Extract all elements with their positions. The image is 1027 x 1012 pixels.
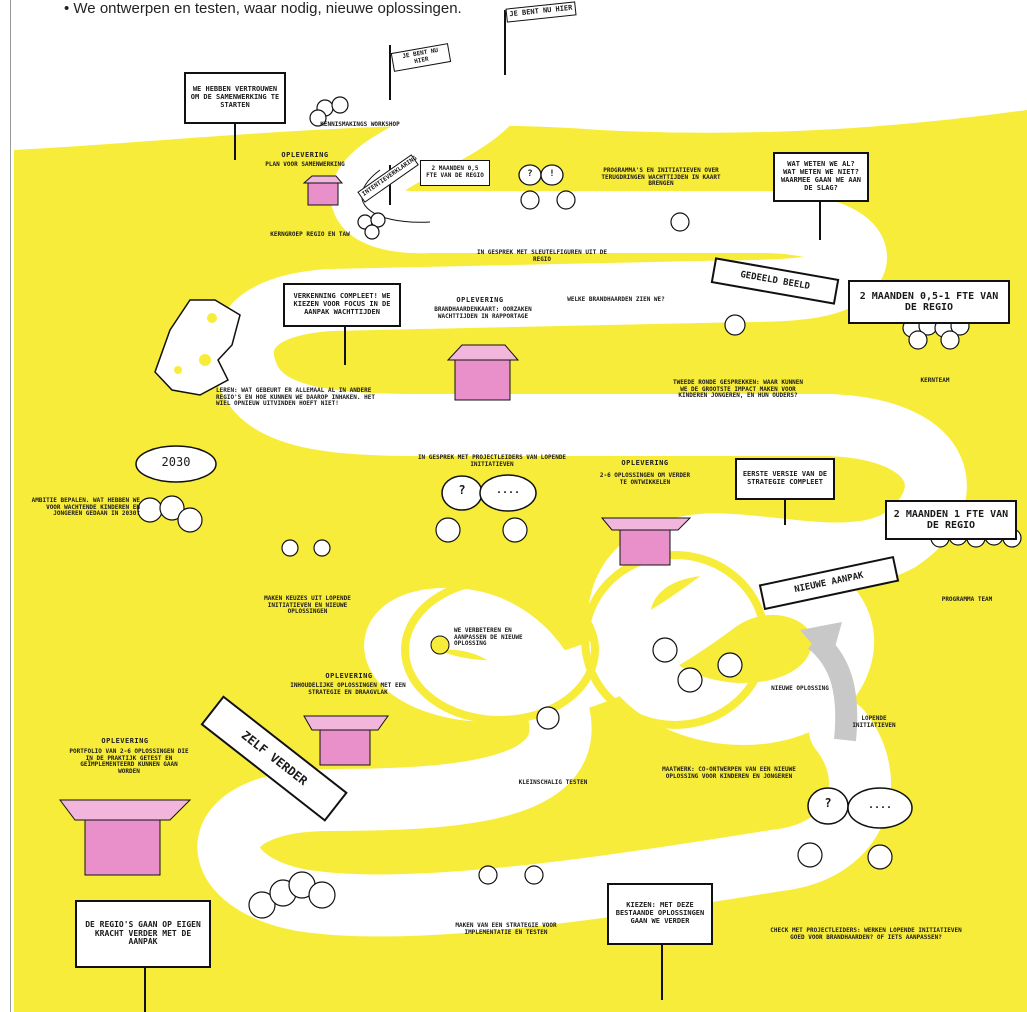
label-projectleiders: IN GESPREK MET PROJECTLEIDERS VAN LOPEND… [417, 454, 567, 468]
speech-question-sleutel: ? [527, 169, 533, 179]
label-lopende: LOPENDE INITIATIEVEN [852, 715, 896, 729]
figure-pair-check [797, 842, 893, 870]
oplevering-inhoud: INHOUDELIJKE OPLOSSINGEN MET EEN STRATEG… [290, 682, 406, 696]
fte-programma: 2 MAANDEN 1 FTE VAN DE REGIO [885, 500, 1017, 540]
label-kernteam: KERNTEAM [920, 377, 950, 384]
oplevering-heading-oplossingen: OPLEVERING [621, 459, 669, 467]
figure-tweede-ronde [724, 314, 746, 336]
label-nieuwe-oplossing: NIEUWE OPLOSSING [771, 685, 829, 692]
label-kerngroep: KERNGROEP REGIO EN TAW [270, 231, 350, 238]
thought-2030: 2030 [161, 455, 191, 469]
label-kennismaking: KENNISMAKINGS WORKSHOP [320, 121, 400, 128]
fte-small: 2 MAANDEN 0,5 FTE VAN DE REGIO [420, 160, 490, 186]
figure-pair-keuzes [281, 539, 331, 557]
label-programma-team: PROGRAMMA TEAM [941, 596, 993, 603]
sign-kiezen: KIEZEN: MET DEZE BESTAANDE OPLOSSINGEN G… [607, 883, 713, 945]
label-sleutelfiguren: IN GESPREK MET SLEUTELFIGUREN UIT DE REG… [476, 249, 608, 263]
lightbulb-icon [430, 635, 450, 655]
pink-box-inhoud [303, 715, 389, 766]
oplevering-brandhaard: BRANDHAARDENKAART: OORZAKEN WACHTTIJDEN … [434, 306, 532, 320]
oplevering-heading-plan: OPLEVERING [281, 151, 329, 159]
figure-group-maatwerk [652, 637, 743, 693]
label-check: CHECK MET PROJECTLEIDERS: WERKEN LOPENDE… [770, 927, 962, 941]
sign-posts [144, 122, 821, 1012]
intro-text: • We ontwerpen en testen, waar nodig, ni… [64, 0, 462, 17]
label-verbeteren: WE VERBETEREN EN AANPASSEN DE NIEUWE OPL… [454, 627, 523, 648]
oplevering-plan: PLAN VOOR SAMENWERKING [265, 161, 345, 168]
label-strategie: MAKEN VAN EEN STRATEGIE VOOR IMPLEMENTAT… [455, 922, 557, 936]
speech-bubbles-check [807, 787, 913, 829]
speech-question-projectleiders: ? [458, 483, 466, 497]
label-programmas: PROGRAMMA'S EN INITIATIEVEN OVER TERUGDR… [601, 167, 721, 188]
figure-programmas [670, 212, 690, 232]
sign-eerste-versie: EERSTE VERSIE VAN DE STRATEGIE COMPLEET [735, 458, 835, 500]
fte-kernteam: 2 MAANDEN 0,5-1 FTE VAN DE REGIO [848, 280, 1010, 324]
speech-exclaim-sleutel: ! [549, 169, 555, 179]
oplevering-heading-portfolio: OPLEVERING [101, 737, 149, 745]
figure-group-kerngroep [357, 212, 386, 240]
sign-regio-eigen: DE REGIO'S GAAN OP EIGEN KRACHT VERDER M… [75, 900, 211, 968]
speech-dots-check: .... [867, 800, 893, 811]
pink-box-brandhaard [446, 344, 520, 401]
thought-cloud-2030 [135, 445, 217, 483]
map-dot [174, 366, 182, 374]
figure-pair-projectleiders [435, 517, 528, 543]
sign-verkenning: VERKENNING COMPLEET! WE KIEZEN VOOR FOCU… [283, 283, 401, 327]
speech-question-check: ? [824, 796, 832, 810]
speech-bubbles-sleutel [518, 164, 564, 186]
figure-pair-strategie [478, 865, 544, 885]
label-welke-brandhaarden: WELKE BRANDHAARDEN ZIEN WE? [567, 296, 665, 303]
figure-kleinschalig [536, 706, 560, 730]
pink-box-plan [302, 175, 344, 206]
pink-box-portfolio [59, 799, 192, 876]
speech-dots-projectleiders: .... [495, 485, 521, 496]
sign-vertrouwen: WE HEBBEN VERTROUWEN OM DE SAMENWERKING … [184, 72, 286, 124]
design-loop [581, 551, 769, 729]
label-ambitie: AMBITIE BEPALEN. WAT HEBBEN WE VOOR WACH… [31, 497, 140, 518]
figure-group-kennismaking [309, 96, 349, 127]
label-tweede-ronde: TWEEDE RONDE GESPREKKEN: WAAR KUNNEN WE … [672, 379, 804, 400]
label-leren: LEREN: WAT GEBEURT ER ALLEMAAL AL IN AND… [216, 387, 375, 408]
sign-wat-weten: WAT WETEN WE AL? WAT WETEN WE NIET? WAAR… [773, 152, 869, 202]
pink-box-oplossingen [600, 517, 692, 566]
oplevering-oplossingen: 2-6 OPLOSSINGEN OM VERDER TE ONTWIKKELEN [599, 472, 691, 486]
grey-arrow-head [800, 622, 842, 665]
map-dot [199, 354, 211, 366]
label-maatwerk: MAATWERK: CO-ONTWERPEN VAN EEN NIEUWE OP… [662, 766, 796, 780]
map-dot [207, 313, 217, 323]
oplevering-heading-brandhaard: OPLEVERING [456, 296, 504, 304]
label-kleinschalig: KLEINSCHALIG TESTEN [518, 779, 588, 786]
oplevering-heading-inhoud: OPLEVERING [325, 672, 373, 680]
label-keuzes: MAKEN KEUZES UIT LOPENDE INITIATIEVEN EN… [264, 595, 351, 616]
oplevering-portfolio: PORTFOLIO VAN 2-6 OPLOSSINGEN DIE IN DE … [69, 748, 189, 776]
improvement-loop [401, 576, 599, 724]
page-left-rule [10, 0, 11, 1012]
figure-group-zelf-verder [248, 871, 336, 919]
figure-pair-sleutel [520, 190, 576, 210]
road-edge [361, 169, 431, 223]
figure-group-ambitie [137, 495, 203, 533]
speech-bubbles-projectleiders [441, 474, 537, 512]
